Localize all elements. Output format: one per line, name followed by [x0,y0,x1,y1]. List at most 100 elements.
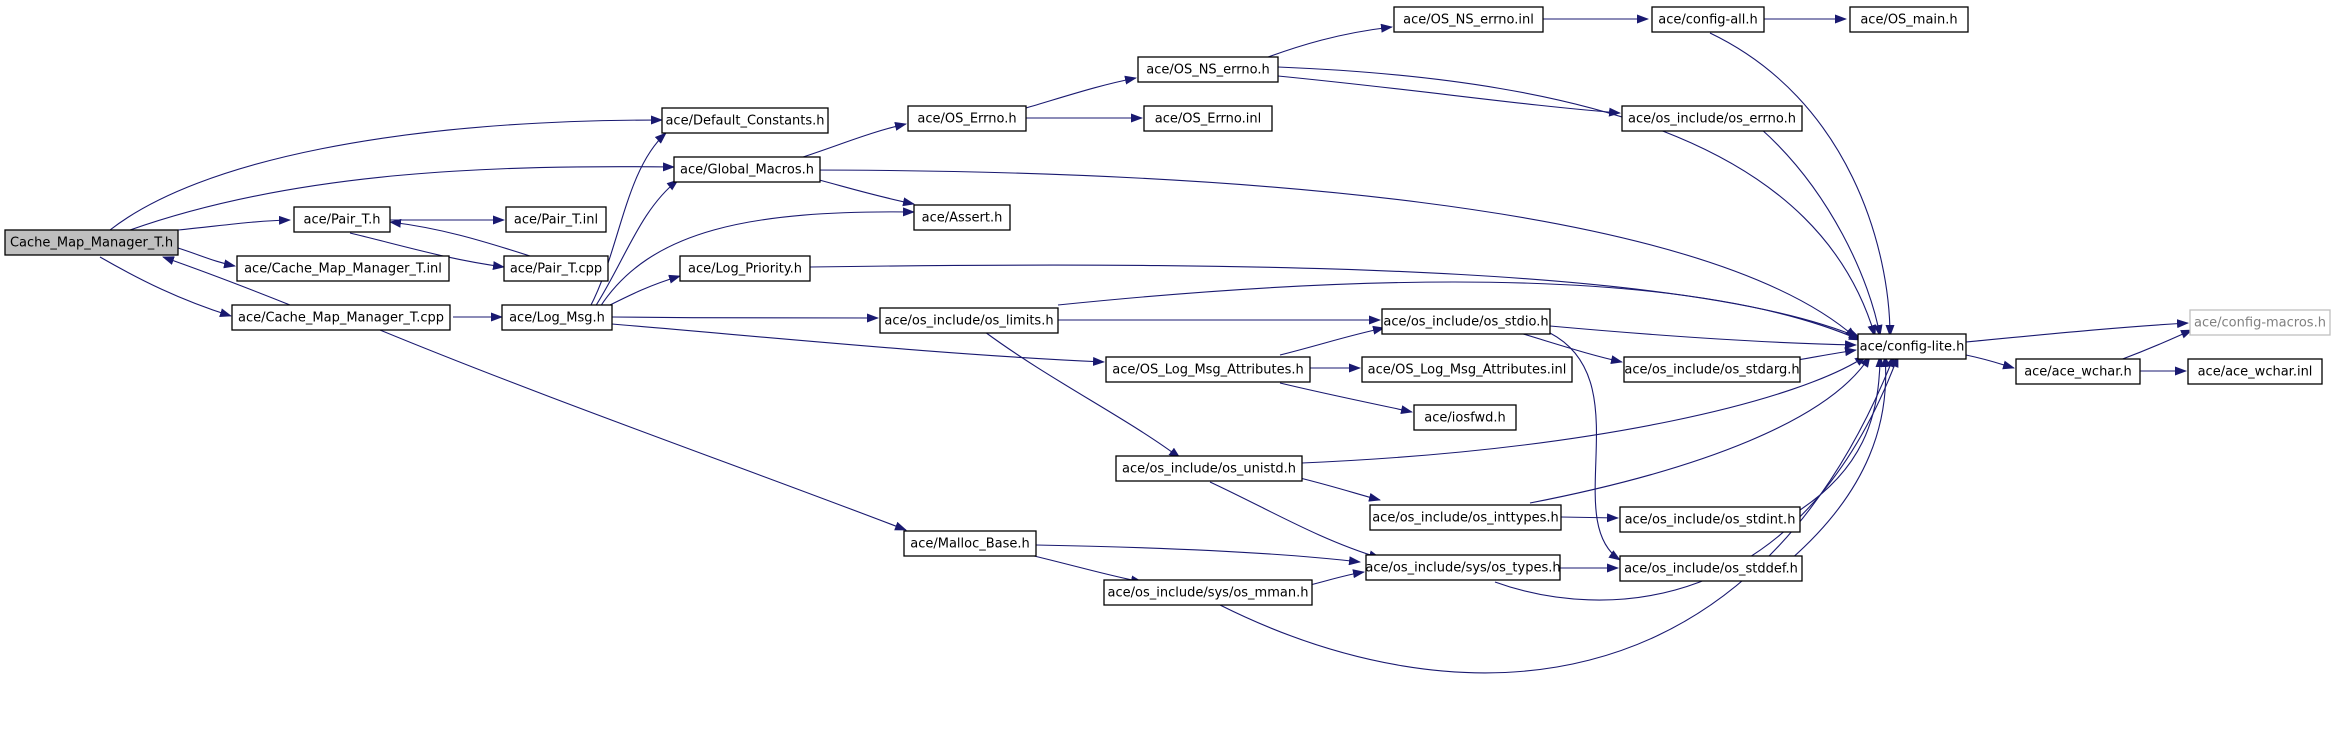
node-pair-t-cpp[interactable]: ace/Pair_T.cpp [503,255,609,282]
node-ace-wchar-inl[interactable]: ace/ace_wchar.inl [2187,358,2323,385]
edge-wchar-to-config-macros [2119,329,2193,361]
edge-config-lite-to-config-macros [1965,319,2189,343]
node-os-stdarg-h[interactable]: ace/os_include/os_stdarg.h [1623,356,1801,383]
edge-stdio-to-stdarg [1519,332,1623,365]
node-os-stdint-h[interactable]: ace/os_include/os_stdint.h [1619,506,1801,533]
node-os-inttypes-h[interactable]: ace/os_include/os_inttypes.h [1369,504,1562,531]
node-cache-map-manager-t-h[interactable]: Cache_Map_Manager_T.h [4,229,179,256]
svg-text:ace/os_include/os_stddef.h: ace/os_include/os_stddef.h [1624,562,1798,577]
edge-inttypes-to-config-lite [1529,355,1871,504]
svg-text:ace/Cache_Map_Manager_T.inl: ace/Cache_Map_Manager_T.inl [244,262,442,277]
svg-text:ace/ace_wchar.inl: ace/ace_wchar.inl [2198,365,2313,380]
svg-text:ace/iosfwd.h: ace/iosfwd.h [1424,411,1505,426]
node-os-main-h[interactable]: ace/OS_main.h [1849,6,1969,33]
edge-log-msg-to-default-constants [589,132,667,308]
edge-unistd-to-systypes [1209,481,1381,560]
edge-config-all-to-config-lite [1709,32,1895,337]
edge-stdio-to-stddef [1549,332,1621,561]
node-os-stdio-h[interactable]: ace/os_include/os_stdio.h [1381,308,1551,335]
edge-global-macros-to-os-errno [799,121,907,159]
edge-cmm-h-to-pair-h [177,215,291,231]
node-config-lite-h[interactable]: ace/config-lite.h [1857,333,1967,360]
node-cache-map-manager-t-cpp[interactable]: ace/Cache_Map_Manager_T.cpp [231,304,451,331]
svg-text:ace/Global_Macros.h: ace/Global_Macros.h [680,163,814,178]
node-global-macros-h[interactable]: ace/Global_Macros.h [673,156,821,183]
svg-text:ace/os_include/sys/os_mman.h: ace/os_include/sys/os_mman.h [1108,586,1309,601]
edge-malloc-to-systypes [1035,544,1361,566]
svg-text:ace/Pair_T.inl: ace/Pair_T.inl [514,213,598,228]
edge-cmm-h-to-cmm-cpp [99,256,232,317]
node-os-mman-h[interactable]: ace/os_include/sys/os_mman.h [1103,579,1313,606]
edge-mman-to-systypes [1309,569,1365,586]
svg-text:ace/Cache_Map_Manager_T.cpp: ace/Cache_Map_Manager_T.cpp [238,311,444,326]
svg-text:ace/Assert.h: ace/Assert.h [922,211,1003,226]
node-config-macros-h[interactable]: ace/config-macros.h [2189,309,2331,336]
node-os-errno-header[interactable]: ace/os_include/os_errno.h [1621,105,1803,132]
node-ace-wchar-h[interactable]: ace/ace_wchar.h [2015,358,2141,385]
node-pair-t-inl[interactable]: ace/Pair_T.inl [505,206,607,233]
edge-cmm-h-to-default-constants [109,115,663,231]
node-iosfwd-h[interactable]: ace/iosfwd.h [1413,404,1517,431]
edge-pair-h-to-pair-cpp [349,232,505,271]
svg-text:ace/config-all.h: ace/config-all.h [1658,13,1758,28]
node-malloc-base-h[interactable]: ace/Malloc_Base.h [903,530,1037,557]
svg-text:ace/os_include/os_stdio.h: ace/os_include/os_stdio.h [1383,315,1548,330]
node-os-log-msg-attributes-inl[interactable]: ace/OS_Log_Msg_Attributes.inl [1361,356,1573,383]
svg-text:ace/Pair_T.h: ace/Pair_T.h [304,213,381,228]
edge-unistd-to-config-lite [1301,355,1867,464]
svg-text:ace/Default_Constants.h: ace/Default_Constants.h [665,114,824,129]
edge-systypes-to-config-lite [1494,355,1899,601]
node-os-errno-inl[interactable]: ace/OS_Errno.inl [1143,105,1273,132]
edge-attrs-to-iosfwd [1279,382,1413,415]
svg-text:ace/os_include/os_limits.h: ace/os_include/os_limits.h [884,314,1053,329]
edge-stddef-to-config-lite [1789,355,1891,561]
edge-log-msg-to-assert [599,207,915,308]
edge-cmm-cpp-to-malloc-base [379,329,907,531]
svg-text:ace/OS_Errno.h: ace/OS_Errno.h [917,112,1016,127]
svg-text:ace/config-lite.h: ace/config-lite.h [1860,340,1965,355]
node-log-msg-h[interactable]: ace/Log_Msg.h [501,304,613,331]
edge-unistd-to-inttypes [1299,477,1381,502]
svg-text:ace/OS_Errno.inl: ace/OS_Errno.inl [1155,112,1261,127]
svg-text:ace/OS_Log_Msg_Attributes.inl: ace/OS_Log_Msg_Attributes.inl [1368,363,1567,378]
svg-text:ace/config-macros.h: ace/config-macros.h [2194,316,2326,331]
node-os-unistd-h[interactable]: ace/os_include/os_unistd.h [1115,455,1303,482]
edge-os-errno-h-to-config-lite [1759,127,1883,337]
node-os-ns-errno-inl[interactable]: ace/OS_NS_errno.inl [1393,6,1544,33]
edge-log-msg-to-os-limits [611,313,879,323]
node-assert-h[interactable]: ace/Assert.h [913,204,1011,231]
svg-text:ace/ace_wchar.h: ace/ace_wchar.h [2024,365,2132,380]
edge-os-limits-to-unistd [984,331,1181,459]
node-pair-t-h[interactable]: ace/Pair_T.h [293,206,391,233]
svg-text:ace/os_include/sys/os_types.h: ace/os_include/sys/os_types.h [1365,561,1560,576]
node-cache-map-manager-t-inl[interactable]: ace/Cache_Map_Manager_T.inl [236,255,450,282]
svg-text:ace/OS_NS_errno.inl: ace/OS_NS_errno.inl [1403,13,1534,28]
edge-cmm-cpp-to-cmm-h [162,256,291,306]
svg-text:ace/os_include/os_inttypes.h: ace/os_include/os_inttypes.h [1372,511,1559,526]
edge-cmm-h-to-global-macros [129,162,675,231]
node-os-ns-errno-h[interactable]: ace/OS_NS_errno.h [1137,56,1279,83]
node-os-errno-h[interactable]: ace/OS_Errno.h [907,105,1027,132]
node-config-all-h[interactable]: ace/config-all.h [1651,6,1765,33]
svg-text:ace/Log_Msg.h: ace/Log_Msg.h [509,311,605,326]
node-os-log-msg-attributes-h[interactable]: ace/OS_Log_Msg_Attributes.h [1105,356,1311,383]
edge-ns-errno-to-os-errno-h [1277,75,1621,117]
edge-os-limits-to-config-lite [1057,281,1861,341]
edge-os-errno-to-ns-errno [1025,75,1137,109]
edge-attrs-to-stdio [1279,325,1385,356]
node-os-stddef-h[interactable]: ace/os_include/os_stddef.h [1619,555,1803,582]
node-os-limits-h[interactable]: ace/os_include/os_limits.h [879,307,1059,334]
node-default-constants-h[interactable]: ace/Default_Constants.h [661,107,829,134]
svg-text:Cache_Map_Manager_T.h: Cache_Map_Manager_T.h [10,236,173,251]
node-os-types-h[interactable]: ace/os_include/sys/os_types.h [1365,554,1561,581]
svg-text:ace/OS_NS_errno.h: ace/OS_NS_errno.h [1146,63,1270,78]
edge-log-msg-to-global-macros [594,179,679,308]
svg-text:ace/Log_Priority.h: ace/Log_Priority.h [688,262,802,277]
edge-log-msg-to-log-priority [609,274,681,306]
edge-pair-cpp-to-pair-h [389,218,531,257]
svg-text:ace/Pair_T.cpp: ace/Pair_T.cpp [510,262,602,277]
edge-ns-errno-to-config-lite [1277,66,1877,337]
edge-ns-errno-to-ns-errno-inl [1259,23,1393,61]
node-log-priority-h[interactable]: ace/Log_Priority.h [679,255,811,282]
